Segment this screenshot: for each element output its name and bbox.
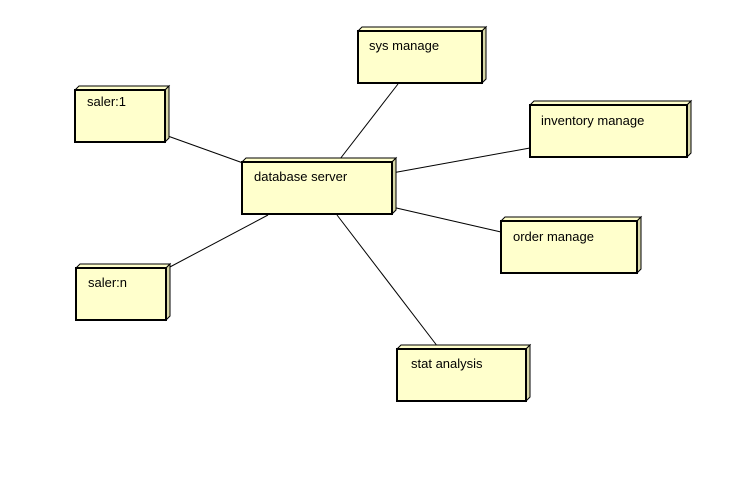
connections xyxy=(164,83,531,348)
label-database-server: database server xyxy=(254,169,348,184)
label-inventory-manage: inventory manage xyxy=(541,113,645,128)
link-server-saler-n xyxy=(167,214,269,269)
label-stat-analysis: stat analysis xyxy=(411,356,483,371)
link-server-stat-analysis xyxy=(336,214,439,348)
link-server-sys-manage xyxy=(339,83,399,160)
label-saler-1: saler:1 xyxy=(87,94,127,109)
node-saler-n xyxy=(74,262,172,322)
node-sys-manage xyxy=(356,25,488,85)
node-order-manage xyxy=(499,215,643,275)
node-inventory-manage xyxy=(528,99,693,159)
node-database-server xyxy=(240,156,398,216)
node-stat-analysis xyxy=(395,343,532,403)
link-server-order-manage xyxy=(391,206,502,233)
node-saler-1 xyxy=(73,84,171,144)
link-server-inventory-manage xyxy=(391,147,531,174)
label-order-manage: order manage xyxy=(513,229,594,244)
label-sys-manage: sys manage xyxy=(369,38,440,53)
label-saler-n: saler:n xyxy=(88,275,128,290)
link-server-saler-1 xyxy=(164,134,244,164)
